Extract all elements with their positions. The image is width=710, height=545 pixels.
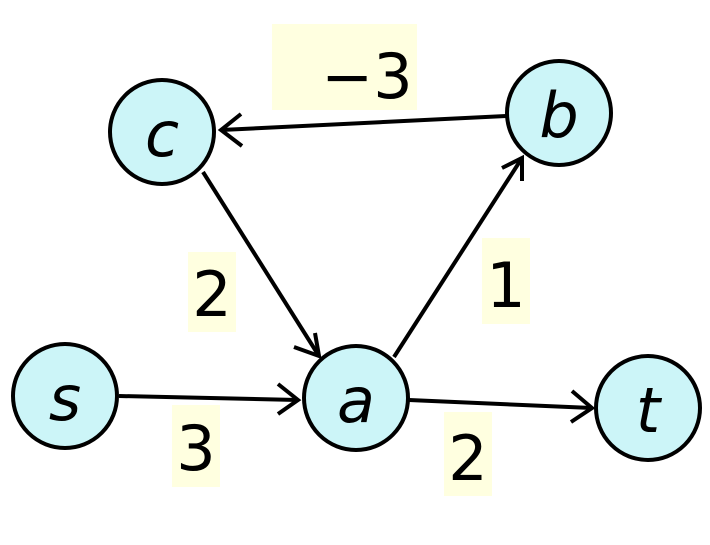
node-label-s: s [49,362,81,435]
node-a: a [302,344,410,452]
edge-s-a [118,382,302,416]
weights: −3 2 1 3 2 [172,24,530,496]
edge-a-t [408,389,596,424]
node-label-b: b [539,79,578,152]
node-label-t: t [636,374,663,447]
weight-label-a-t: 2 [444,412,492,496]
edge-a-b [392,154,524,359]
weight-text-a-t: 2 [448,422,487,495]
weight-text-b-c: −3 [321,40,412,113]
weight-label-s-a: 3 [172,405,220,487]
node-b: b [505,59,613,167]
node-c: c [108,78,216,186]
weight-text-a-b: 1 [486,249,525,322]
edge-b-c [217,112,507,148]
node-s: s [11,342,119,450]
edge-c-a [201,170,322,360]
weight-label-b-c: −3 [272,24,417,113]
node-label-c: c [145,98,179,171]
nodes: c b s a t [11,59,702,462]
weight-text-c-a: 2 [192,258,231,331]
weight-label-c-a: 2 [188,252,236,332]
node-label-a: a [337,364,375,437]
edges [118,112,596,424]
node-t: t [594,354,702,462]
weight-label-a-b: 1 [482,238,530,324]
weight-text-s-a: 3 [176,412,215,485]
